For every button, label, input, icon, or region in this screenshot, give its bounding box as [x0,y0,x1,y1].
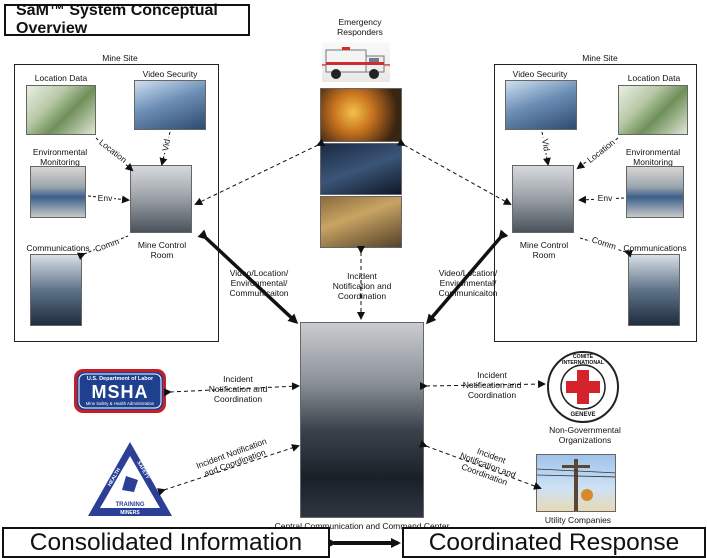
left-control-room-image [130,165,192,233]
right-control-room-image [512,165,574,233]
right-video-security-image [505,80,577,130]
utility-center-arrow [418,440,542,490]
msha-dept-text: U.S. Department of Labor [86,376,154,382]
right-env-monitoring-label: Environmental Monitoring [625,147,681,167]
left-env-monitoring-label: Environmental Monitoring [32,147,88,167]
wv-center-arrow [157,444,300,496]
ambulance-image [322,42,390,82]
cicr-ring-bottom-text: GENEVE [570,412,596,418]
left-room-center-arrow [197,229,299,325]
right-room-center-arrow [426,229,509,325]
right-video-security-label: Video Security [512,69,568,79]
right-location-data-image [618,85,688,135]
left-location-data-label: Location Data [34,73,88,83]
firefighters-image [320,88,402,142]
right-control-room-label: Mine Control Room [519,240,569,260]
left-location-data-image [26,85,96,135]
ambulance-icon [325,47,385,79]
responders-left-arrow [194,138,326,205]
left-mine-site-title: Mine Site [102,53,138,63]
msha-name-text: MSHA [91,382,149,402]
left-comm-arrow [76,235,129,260]
left-communications-label: Communications [26,243,90,253]
responders-right-arrow [396,138,512,205]
left-env-monitoring-image [30,166,86,218]
right-location-data-label: Location Data [627,73,681,83]
right-env-arrow-label: Env [596,193,614,203]
left-location-arrow [95,137,134,172]
right-communications-image [628,254,680,326]
wv-bottom-text: TRAINING [115,502,145,508]
wv-training-logo: WEST VIRGINIA HEALTH OFFICE OF SAFETY TR… [86,440,174,520]
msha-logo-graphic [74,369,166,413]
cicr-logo: COMITE INTERNATIONAL GENEVE [546,350,620,424]
msha-full-text: Mine Safety & Health Administration [85,401,155,406]
left-video-security-label: Video Security [142,69,198,79]
diagram-title: SaM™ System Conceptual Overview [4,2,250,37]
left-control-room-label: Mine Control Room [137,240,187,260]
msha-center-arrow [163,382,300,397]
wv-triangle-emblem [88,442,172,516]
consolidated-information-box: Consolidated Information [2,527,330,558]
right-communications-label: Communications [623,243,687,253]
right-mine-site-title: Mine Site [582,53,618,63]
command-center-image [300,322,424,518]
emergency-responders-label: Emergency Responders [337,17,383,37]
red-cross-emblem [547,351,619,423]
coordinated-response-box: Coordinated Response [402,527,706,558]
right-env-monitoring-image [626,166,684,218]
utility-label: Utility Companies [544,515,612,525]
ngo-label: Non-Governmental Organizations [549,425,621,445]
utility-image [536,454,616,512]
right-comm-arrow [579,237,633,258]
msha-logo: U.S. Department of Labor MSHA Mine Safet… [73,368,167,414]
left-communications-image [30,254,82,326]
utility-pole-icon [537,459,615,511]
wv-bottom2-text: MINERS [120,510,140,516]
left-env-arrow-label: Env [96,193,114,203]
left-video-security-image [134,80,206,130]
cicr-center-arrow [419,380,546,391]
command-center-label: Central Communication and Command Center [274,521,450,531]
cicr-ring-top-text: COMITE INTERNATIONAL [562,354,604,366]
